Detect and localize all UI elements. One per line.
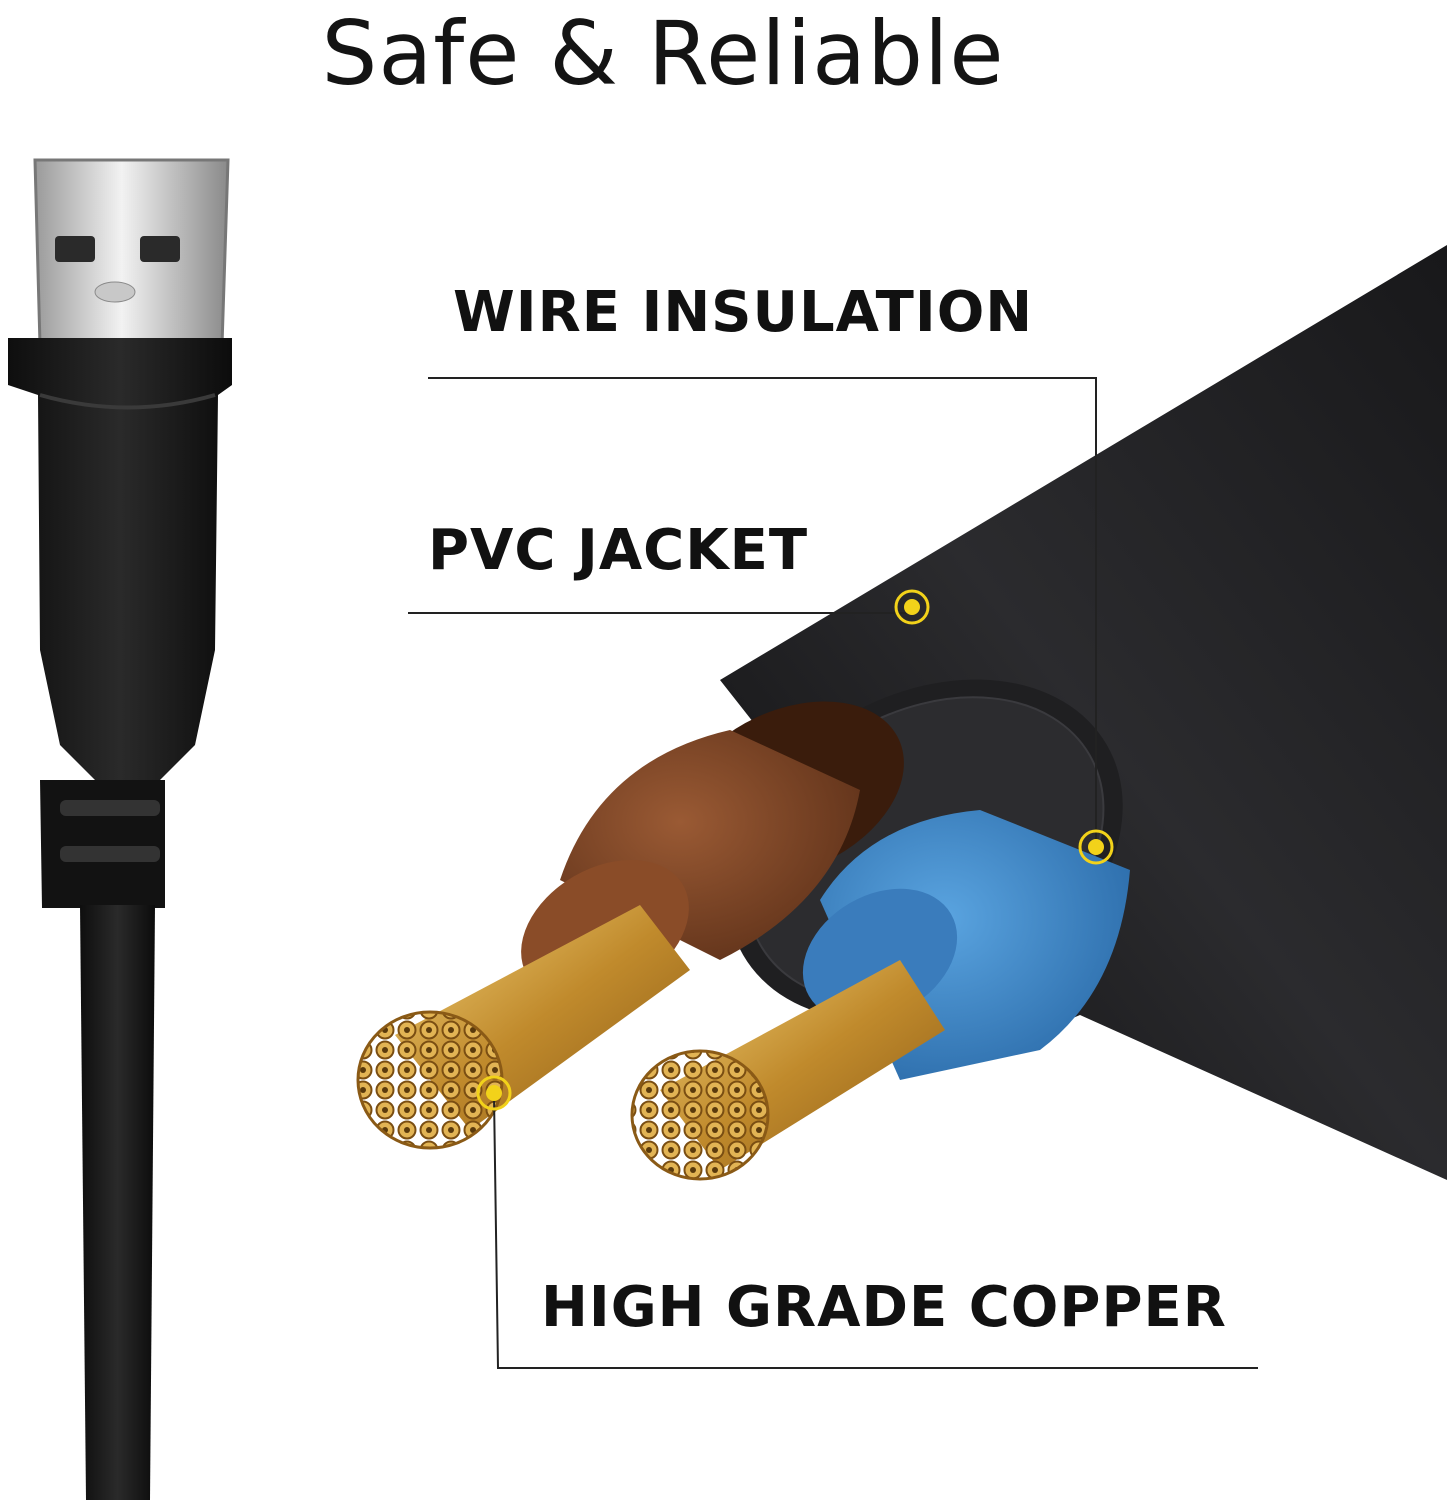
- callout-marker-icon: [894, 589, 930, 625]
- usb-plug-icon: [8, 158, 232, 1500]
- callout-high-grade-copper: HIGH GRADE COPPER: [541, 1275, 1227, 1340]
- callout-marker-icon: [476, 1075, 512, 1111]
- callout-pvc-jacket: PVC JACKET: [428, 518, 809, 583]
- brown-conductor: [356, 701, 904, 1150]
- page-title: Safe & Reliable: [321, 2, 1005, 105]
- callout-wire-insulation: WIRE INSULATION: [453, 280, 1034, 345]
- callout-marker-icon: [1078, 829, 1114, 865]
- blue-conductor: [630, 810, 1130, 1181]
- leader-lines: [408, 377, 1258, 1369]
